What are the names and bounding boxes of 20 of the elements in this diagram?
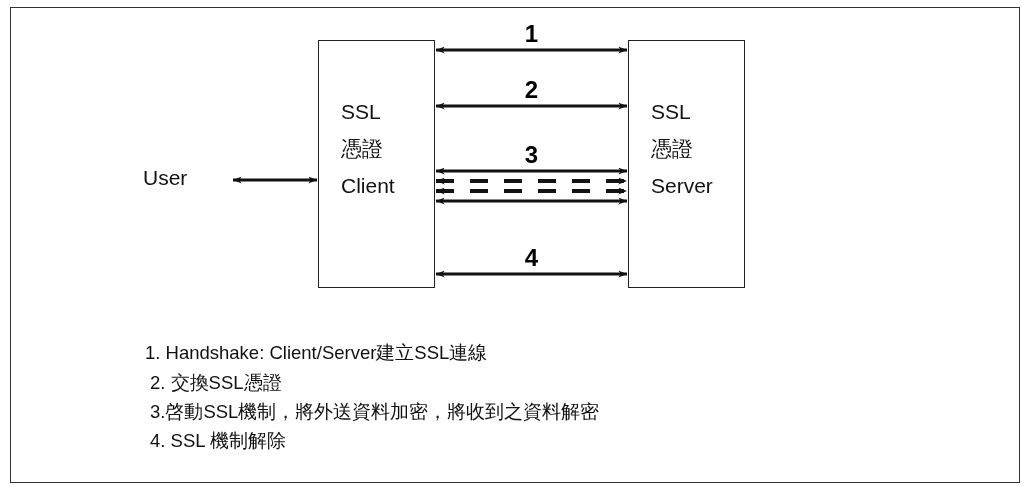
double-arrow <box>233 176 317 184</box>
double-arrow <box>436 197 627 205</box>
double-arrow <box>436 177 627 185</box>
process-box <box>628 40 745 288</box>
edge-label: 4 <box>522 247 541 269</box>
box-label: SSL 憑證 Client <box>341 99 396 199</box>
double-arrow <box>436 46 627 54</box>
double-arrow <box>436 270 627 278</box>
note-text: 2. 交換SSL憑證 <box>150 371 282 395</box>
note-text: 1. Handshake: Client/Server建立SSL連線 <box>145 341 488 365</box>
box-label: SSL 憑證 Server <box>651 99 714 199</box>
edge-label: 2 <box>522 79 541 101</box>
note-text: 3.啓動SSL機制，將外送資料加密，將收到之資料解密 <box>150 400 600 424</box>
double-arrow <box>436 167 627 175</box>
note-text: 4. SSL 機制解除 <box>150 429 286 453</box>
node-label: User <box>143 165 189 191</box>
process-box <box>318 40 435 288</box>
double-arrow <box>436 102 627 110</box>
edge-label: 3 <box>522 144 541 166</box>
double-arrow <box>436 187 627 195</box>
